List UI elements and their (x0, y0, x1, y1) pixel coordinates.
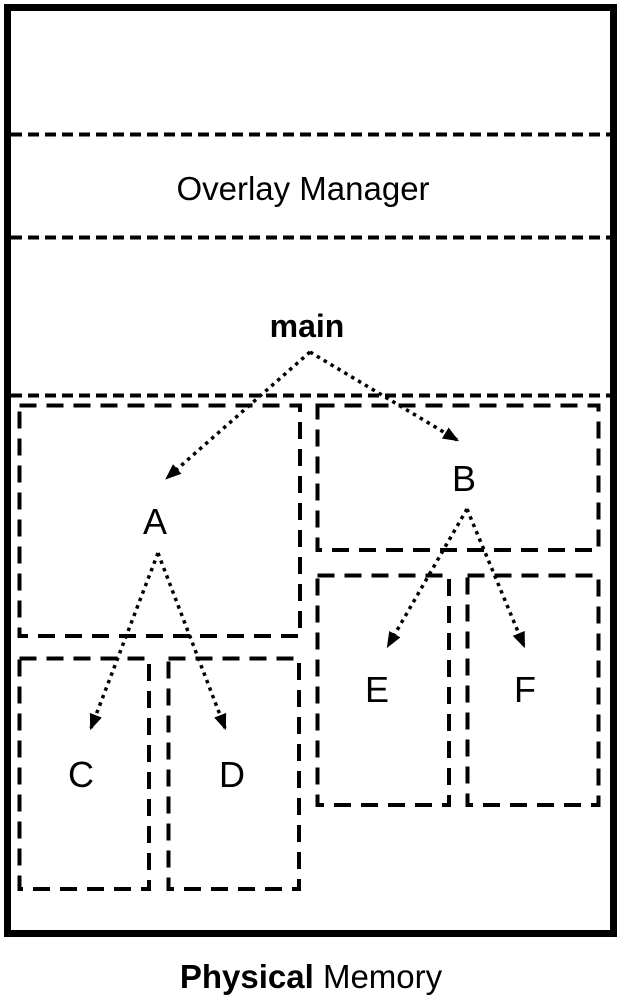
node-b-label: B (452, 458, 476, 499)
node-d-label: D (219, 754, 245, 795)
arrow-b-to-e (386, 508, 469, 649)
overlay-d-box (166, 656, 301, 891)
overlay-e-box (315, 573, 451, 807)
arrow-b-to-f (465, 508, 526, 649)
node-c-label: C (68, 754, 94, 795)
diagram-caption: Physical Memory (0, 958, 622, 996)
node-f-label: F (514, 669, 536, 710)
caption-regular-word: Memory (322, 958, 443, 995)
physical-memory-box (4, 4, 617, 937)
node-e-label: E (365, 669, 389, 710)
arrow-main-to-b (309, 350, 460, 442)
overlay-a-box (17, 403, 302, 638)
arrow-main-to-a (165, 350, 312, 480)
overlay-f-box (465, 573, 601, 807)
call-tree-arrows (89, 350, 526, 731)
main-label: main (270, 308, 345, 344)
overlay-manager-label: Overlay Manager (176, 170, 429, 207)
overlay-b-box (315, 403, 601, 552)
caption-bold-word: Physical (179, 958, 314, 995)
overlay-c-box (17, 656, 151, 891)
node-a-label: A (143, 501, 167, 542)
